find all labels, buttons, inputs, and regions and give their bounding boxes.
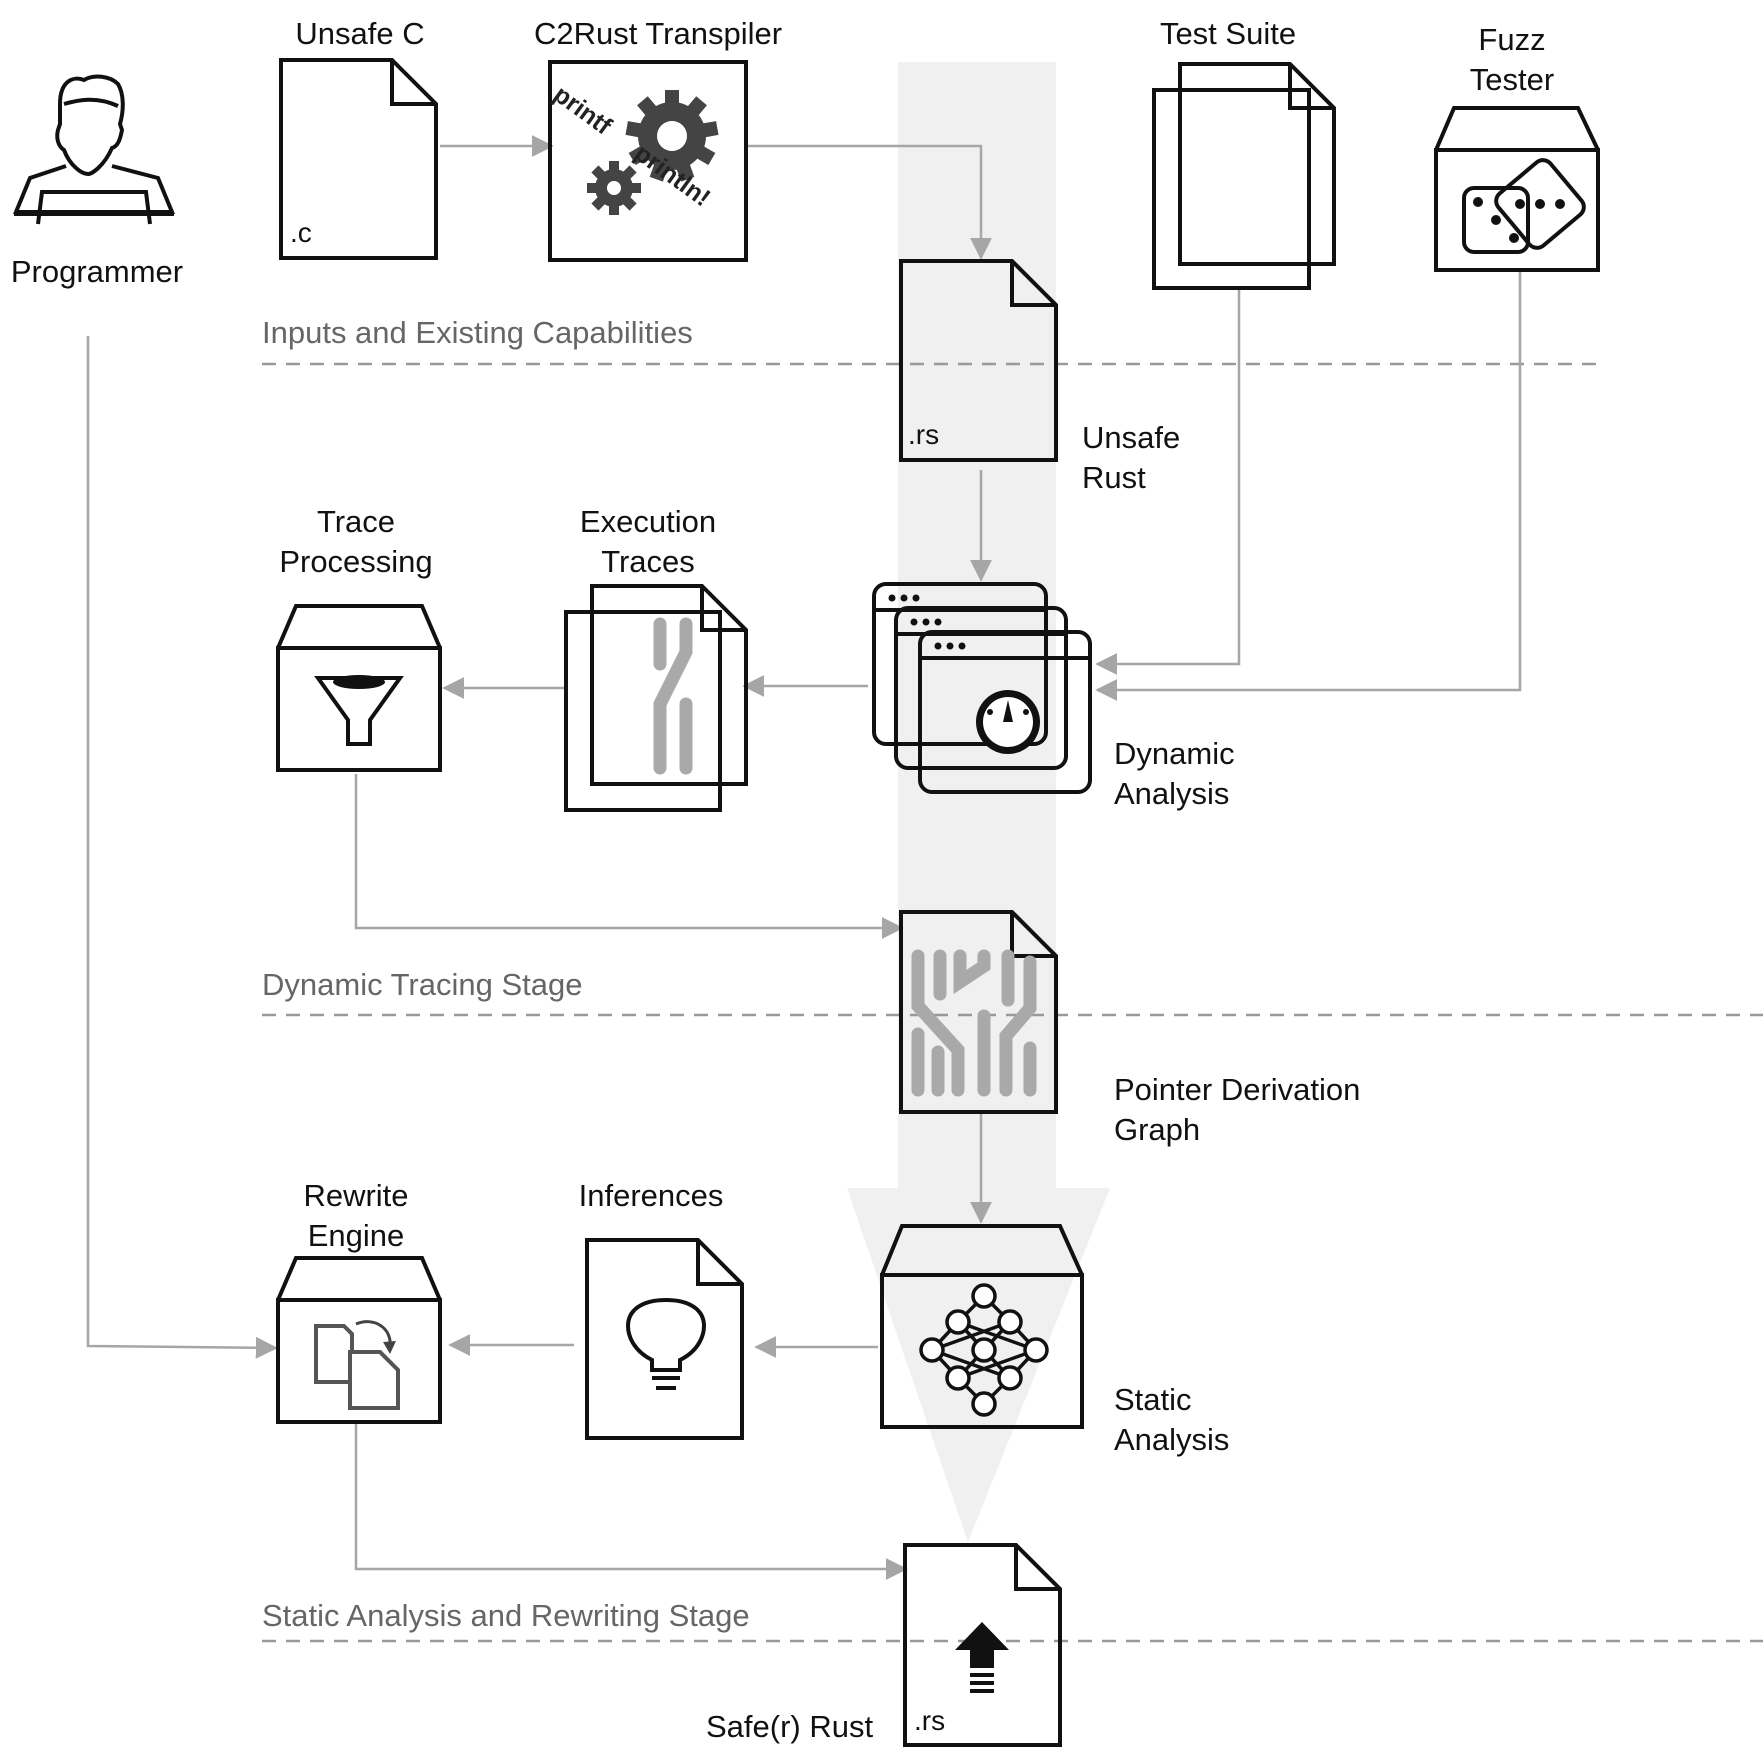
c-extension: .c bbox=[290, 217, 312, 248]
fuzz-box bbox=[1434, 106, 1600, 272]
safe-rs-extension: .rs bbox=[914, 1705, 945, 1736]
test-suite-label: Test Suite bbox=[1160, 16, 1296, 51]
file-stack-icon bbox=[1152, 62, 1336, 290]
copy-icon bbox=[314, 1320, 400, 1410]
execution-traces-node: Execution Traces bbox=[564, 504, 748, 812]
stage-label-dynamic: Dynamic Tracing Stage bbox=[262, 967, 582, 1002]
arrow-rewrite-to-safe-rust bbox=[354, 1422, 908, 1580]
file-icon bbox=[585, 1238, 744, 1440]
arrow-processing-to-pdg bbox=[354, 774, 904, 939]
up-arrow-icon bbox=[955, 1622, 1009, 1693]
flow-arrows bbox=[86, 135, 1522, 1580]
person-icon bbox=[13, 74, 175, 225]
funnel-icon bbox=[314, 675, 404, 746]
c2rust-label: C2Rust Transpiler bbox=[534, 16, 782, 51]
programmer-node: Programmer bbox=[11, 74, 183, 289]
unsafe-c-label: Unsafe C bbox=[295, 16, 424, 51]
lightbulb-icon bbox=[625, 1297, 707, 1390]
inferences-label: Inferences bbox=[579, 1178, 724, 1213]
gears-icon bbox=[587, 90, 719, 215]
pdg-label-line2: Graph bbox=[1114, 1112, 1200, 1147]
pdg-label-line1: Pointer Derivation bbox=[1114, 1072, 1360, 1107]
file-icon bbox=[903, 1543, 1062, 1747]
rewrite-engine-node: Rewrite Engine bbox=[276, 1178, 442, 1424]
arrow-test-suite-to-dynamic bbox=[1095, 290, 1241, 675]
static-box bbox=[880, 1224, 1084, 1429]
file-icon bbox=[899, 259, 1058, 462]
rewrite-box bbox=[276, 1256, 442, 1424]
fuzz-tester-node: Fuzz Tester bbox=[1434, 22, 1600, 272]
dynamic-analysis-label-line2: Analysis bbox=[1114, 776, 1229, 811]
arrow-programmer-to-rewrite bbox=[86, 336, 278, 1359]
pdg-node: Pointer Derivation Graph bbox=[899, 910, 1360, 1147]
c2rust-node: C2Rust Transpiler bbox=[534, 16, 782, 262]
file-stack-icon bbox=[564, 584, 748, 812]
gauge-icon bbox=[976, 690, 1040, 754]
trace-processing-label-line1: Trace bbox=[317, 504, 395, 539]
processing-box bbox=[276, 604, 442, 772]
test-suite-node: Test Suite bbox=[1152, 16, 1336, 290]
execution-traces-label-line2: Traces bbox=[601, 544, 695, 579]
arrow-transpiler-to-unsafe-rust bbox=[748, 144, 992, 260]
unsafe-rust-node: .rs Unsafe Rust bbox=[899, 259, 1180, 495]
rewrite-engine-label-line1: Rewrite bbox=[303, 1178, 408, 1213]
safe-rust-label: Safe(r) Rust bbox=[706, 1709, 873, 1744]
printf-tag: printf bbox=[548, 80, 617, 141]
safe-rust-node: .rs Safe(r) Rust bbox=[706, 1543, 1062, 1747]
dynamic-analysis-label-line1: Dynamic bbox=[1114, 736, 1235, 771]
fuzz-label-line2: Tester bbox=[1470, 62, 1554, 97]
arrow-fuzz-to-dynamic bbox=[1095, 270, 1522, 701]
pipeline-band bbox=[847, 62, 1110, 1542]
rs-extension: .rs bbox=[908, 419, 939, 450]
dynamic-analysis-node: Dynamic Analysis bbox=[872, 582, 1235, 811]
inferences-node: Inferences bbox=[579, 1178, 744, 1440]
unsafe-rust-label-line2: Rust bbox=[1082, 460, 1146, 495]
rewrite-engine-label-line2: Engine bbox=[308, 1218, 405, 1253]
window-icon bbox=[872, 582, 1092, 794]
unsafe-rust-label-line1: Unsafe bbox=[1082, 420, 1180, 455]
trace-path-icon bbox=[653, 617, 693, 775]
static-analysis-node: Static Analysis bbox=[880, 1224, 1229, 1457]
static-analysis-label-line1: Static bbox=[1114, 1382, 1192, 1417]
unsafe-c-node: Unsafe C .c bbox=[279, 16, 438, 260]
programmer-label: Programmer bbox=[11, 254, 183, 289]
network-icon bbox=[919, 1283, 1049, 1417]
static-analysis-label-line2: Analysis bbox=[1114, 1422, 1229, 1457]
transpiler-box bbox=[548, 60, 748, 262]
trace-processing-label-line2: Processing bbox=[279, 544, 432, 579]
execution-traces-label-line1: Execution bbox=[580, 504, 716, 539]
dice-icon bbox=[1462, 158, 1586, 254]
graph-path-icon bbox=[911, 949, 1037, 1097]
stage-label-inputs: Inputs and Existing Capabilities bbox=[262, 315, 693, 350]
trace-processing-node: Trace Processing bbox=[276, 504, 442, 772]
fuzz-label-line1: Fuzz bbox=[1478, 22, 1545, 57]
file-icon bbox=[279, 58, 438, 260]
stage-label-static: Static Analysis and Rewriting Stage bbox=[262, 1598, 750, 1633]
